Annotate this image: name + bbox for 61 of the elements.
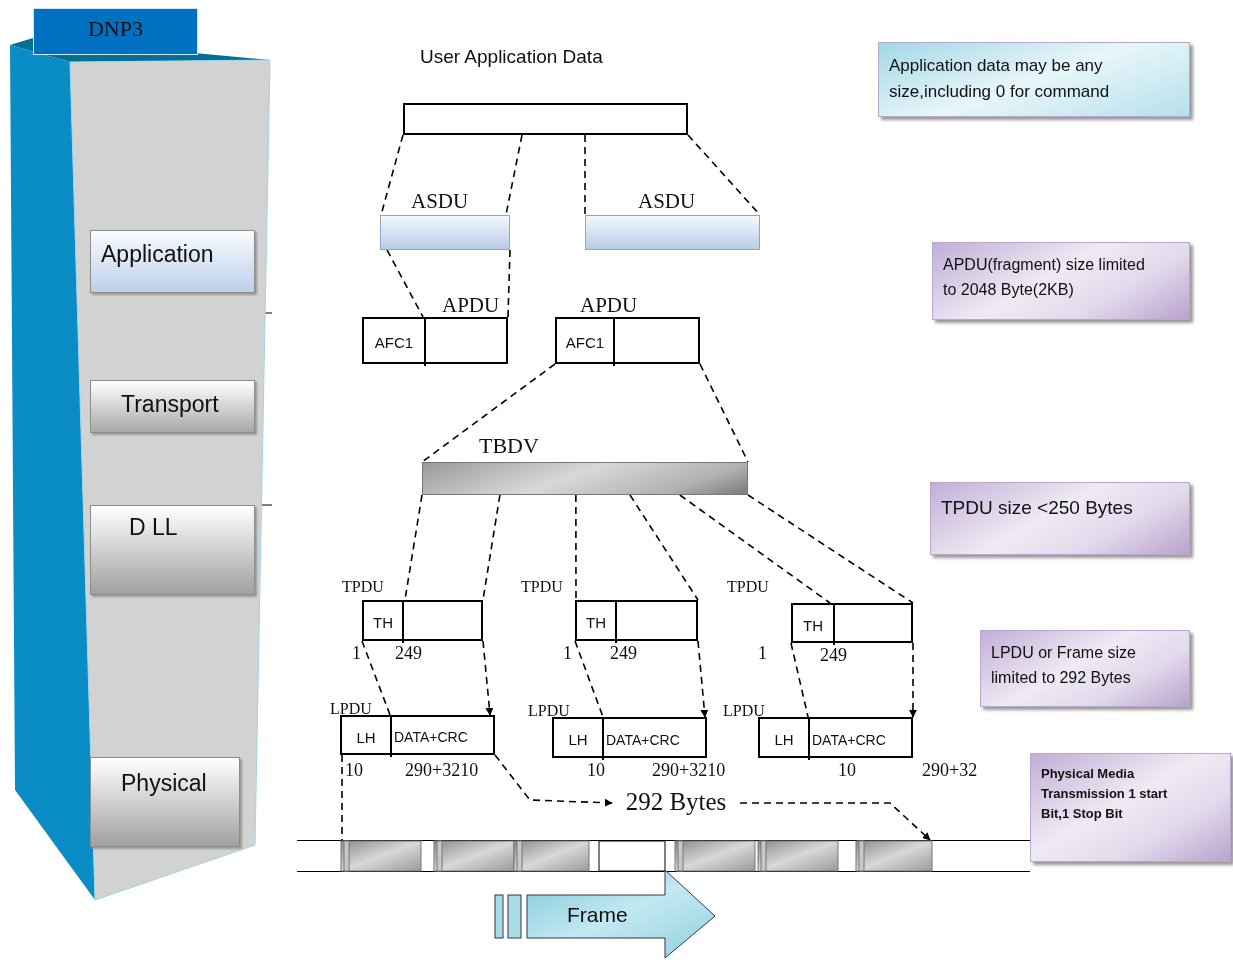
size-label: 290+32 [922, 760, 978, 781]
dashed-connector [386, 249, 424, 318]
dashed-arrow [697, 640, 709, 718]
header-cell: LH [342, 717, 392, 757]
dashed-connector [584, 134, 586, 216]
size-label: 249 [395, 643, 422, 664]
block-heading: TPDU [342, 578, 384, 596]
note-box: LPDU or Frame size limited to 292 Bytes [980, 630, 1190, 707]
dashed-connector [574, 640, 604, 718]
block-heading: TPDU [727, 578, 769, 596]
size-label: 290+3210 [405, 760, 479, 781]
note-box: TPDU size <250 Bytes [930, 482, 1190, 555]
dashed-arrow [739, 802, 931, 841]
header-cell: LH [760, 719, 810, 760]
dashed-connector [629, 494, 699, 601]
dashed-connector [699, 363, 749, 463]
size-label: 249 [820, 645, 847, 666]
title-tab: DNP3 [33, 8, 198, 55]
header-cell: TH [364, 602, 404, 643]
size-label: 1 [758, 643, 767, 664]
block-heading: APDU [580, 293, 638, 318]
data-cell: DATA+CRC [604, 719, 709, 760]
note-box: Physical Media Transmission 1 start Bit,1 Stop Bit [1030, 753, 1231, 862]
note-box: Application data may be any size,including 0 for command [878, 42, 1190, 117]
data-cell: DATA+CRC [810, 719, 915, 760]
dashed-connector [790, 642, 809, 718]
data-cell: DATA+CRC [392, 717, 497, 757]
block-heading: ASDU [638, 189, 696, 214]
block-heading: TPDU [521, 578, 563, 596]
dashed-connector [507, 249, 511, 318]
dashed-connector [747, 494, 914, 604]
size-label: 290+3210 [652, 760, 726, 781]
size-label: 10 [587, 760, 605, 781]
dashed-arrow [909, 642, 917, 718]
size-label: 249 [610, 643, 637, 664]
size-label: 292 Bytes [612, 788, 740, 818]
block-heading: ASDU [411, 189, 469, 214]
block-heading: LPDU [330, 700, 372, 718]
block-heading: TBDV [479, 433, 539, 459]
block-heading: APDU [442, 293, 500, 318]
dashed-connector [421, 363, 556, 463]
size-label: 10 [345, 760, 363, 781]
block-heading: LPDU [723, 702, 765, 720]
header-cell: LH [554, 719, 604, 760]
dashed-arrow [494, 754, 613, 807]
dashed-connector [341, 754, 343, 841]
header-cell: TH [793, 605, 835, 645]
header-cell: AFC1 [364, 319, 426, 366]
frame-strip-drawing [297, 840, 1030, 872]
dashed-arrow [482, 640, 494, 716]
note-box: APDU(fragment) size limited to 2048 Byte(2KB) [932, 242, 1190, 320]
dashed-connector [361, 640, 391, 716]
dashed-connector [679, 494, 831, 604]
size-label: 1 [352, 643, 361, 664]
block-heading: LPDU [528, 702, 570, 720]
header-cell: AFC1 [557, 319, 615, 366]
block-heading: User Application Data [420, 46, 603, 68]
dashed-connector [575, 494, 577, 601]
size-label: 10 [838, 760, 856, 781]
size-label: 1 [563, 643, 572, 664]
header-cell: TH [577, 602, 617, 643]
